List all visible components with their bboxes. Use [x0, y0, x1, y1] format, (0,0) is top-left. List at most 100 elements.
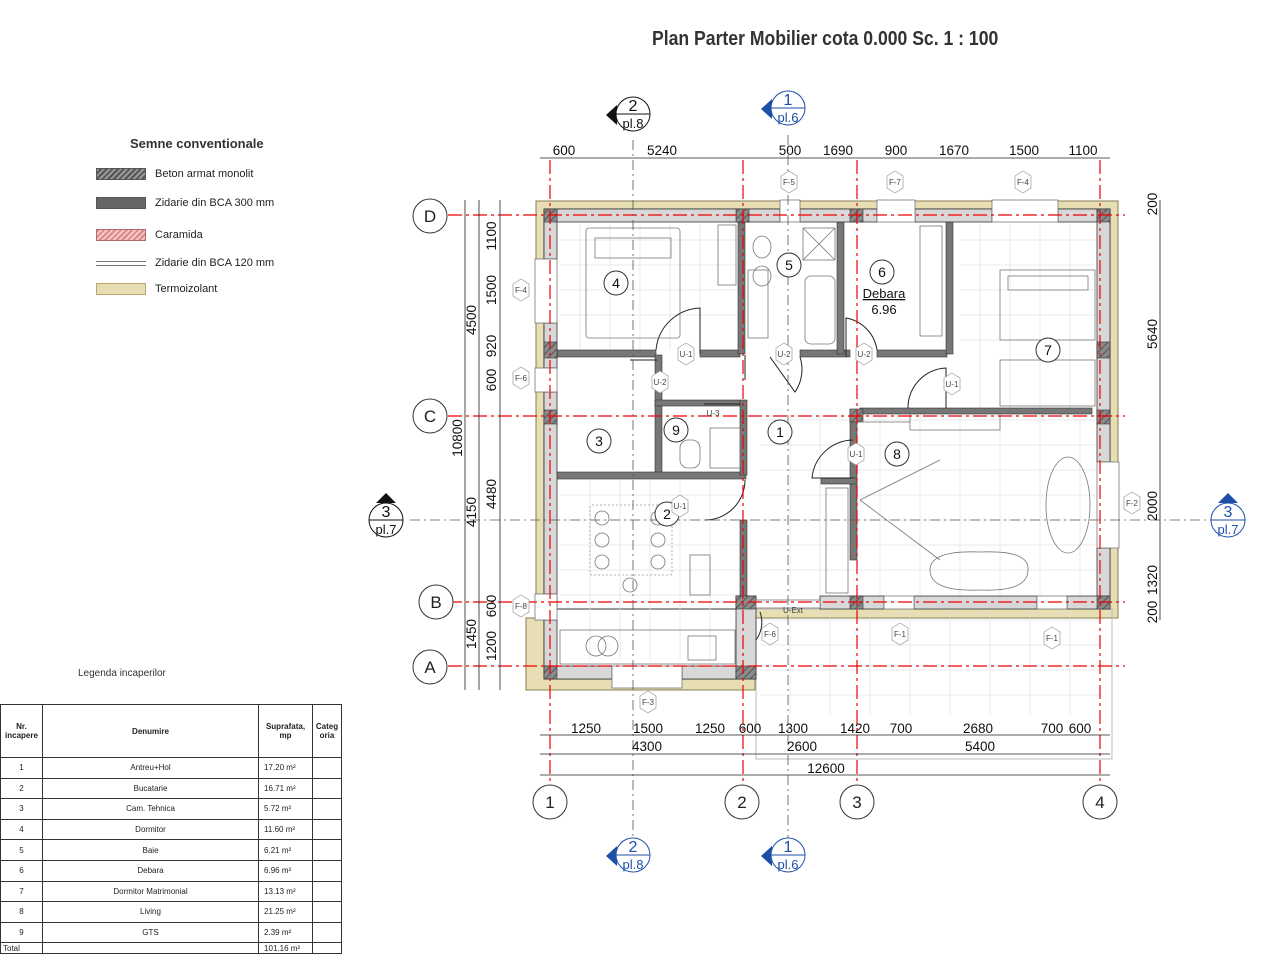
dim-label: 200	[1145, 601, 1160, 624]
window-tag: F-6	[515, 374, 528, 383]
rooms-legend-caption: Legenda incaperilor	[78, 668, 166, 679]
axis-label-c: C	[424, 407, 436, 426]
room-label-name: Debara	[863, 286, 906, 301]
window-tag: F-8	[515, 602, 528, 611]
dim-label: 1500	[1009, 143, 1039, 158]
section-marker-3-left: 3 pl.7	[368, 493, 404, 538]
page-title: Plan Parter Mobilier cota 0.000 Sc. 1 : …	[652, 28, 999, 50]
window-tag: F-5	[783, 178, 796, 187]
section-num: 3	[1224, 504, 1233, 521]
legend-label: Zidarie din BCA 120 mm	[155, 257, 275, 269]
dim-label: 1250	[571, 721, 601, 736]
room-marker: 1	[767, 419, 793, 445]
dim-total: 10800	[450, 419, 465, 457]
window-tag: F-1	[1046, 634, 1059, 643]
dim-label: 200	[1145, 193, 1160, 216]
dimension-lines	[464, 157, 1161, 776]
left-dimensions: 1100 1500 920 600 4480 600 1200 4500 415…	[450, 221, 499, 661]
room-marker: 4	[603, 270, 629, 296]
window-tag: F-4	[1017, 178, 1030, 187]
cell-empty	[311, 942, 343, 955]
right-dimensions: 200 5640 2000 1320 200	[1145, 193, 1160, 624]
section-marker-2-bottom: 2 pl.8	[606, 837, 651, 873]
door-tag: U-2	[654, 378, 667, 387]
axis-labels: D C B A 1 2 3 4	[424, 207, 1105, 812]
legend-label: Caramida	[155, 229, 203, 241]
swatch-beton	[96, 168, 146, 180]
dim-label: 1100	[1068, 143, 1097, 158]
dim-label: 1690	[823, 143, 853, 158]
legend-label: Beton armat monolit	[155, 168, 254, 180]
header-cat: Categ oria	[311, 704, 343, 758]
door-tag: U-3	[707, 409, 720, 418]
section-sheet: pl.6	[778, 110, 799, 125]
axis-label-b: B	[430, 593, 441, 612]
interior-walls	[555, 221, 1093, 601]
rooms-table-header: Nr. incapere Denumire Suprafata, mp Cate…	[0, 704, 343, 758]
door-tag: U-2	[778, 350, 791, 359]
room-marker: 8	[884, 441, 910, 467]
dim-label: 600	[484, 595, 499, 618]
section-marker-3-right: 3 pl.7	[1210, 493, 1246, 538]
window-tag: F-3	[642, 698, 655, 707]
section-marker-2-top: 2 pl.8	[606, 96, 651, 132]
header-name: Denumire	[41, 704, 260, 758]
header-nr: Nr. incapere	[0, 704, 43, 758]
door-swings	[630, 307, 947, 641]
legend-item-termo: Termoizolant	[96, 282, 217, 296]
legend-item-caramida: Caramida	[96, 228, 203, 242]
dim-total: 12600	[807, 761, 845, 776]
section-marker-1-top: 1 pl.6	[761, 90, 806, 126]
dim-label: 500	[779, 143, 802, 158]
dim-label: 600	[739, 721, 762, 736]
room-marker: 7	[1035, 337, 1061, 363]
dim-label: 5240	[647, 143, 677, 158]
dim-label: 600	[553, 143, 576, 158]
dim-label: 2600	[787, 739, 817, 754]
window-tag: F-7	[889, 178, 902, 187]
section-num: 2	[629, 839, 638, 856]
axis-label-1: 1	[545, 793, 554, 812]
legend-title: Semne conventionale	[130, 136, 264, 151]
cell-empty	[41, 942, 260, 955]
section-marker-1-bottom: 1 pl.6	[761, 837, 806, 873]
dim-label: 1320	[1145, 565, 1160, 595]
dim-label: 700	[890, 721, 913, 736]
door-tag: U-1	[674, 502, 687, 511]
room-number-3: 3	[595, 433, 603, 449]
window-tag: F-2	[1126, 499, 1139, 508]
dim-label: 900	[885, 143, 908, 158]
dim-label: 2680	[963, 721, 993, 736]
dim-label: 1200	[484, 631, 499, 661]
dim-label: 1250	[695, 721, 725, 736]
room-number-4: 4	[612, 275, 620, 291]
cell-total-area: 101.16 m²	[258, 942, 313, 955]
axis-lines	[448, 160, 1125, 790]
dim-label: 1100	[484, 221, 499, 250]
swatch-bca300	[96, 197, 146, 209]
top-dimensions: 600 5240 500 1690 900 1670 1500 1100	[553, 143, 1098, 158]
axis-label-a: A	[424, 658, 436, 677]
section-sheet: pl.7	[376, 522, 397, 537]
room-number-8: 8	[893, 446, 901, 462]
window-tag: F-1	[894, 630, 907, 639]
legend-item-beton: Beton armat monolit	[96, 167, 253, 181]
dim-label: 1420	[840, 721, 870, 736]
door-tag: U-1	[946, 380, 959, 389]
rooms-table: Nr. incapere Denumire Suprafata, mp Cate…	[0, 704, 343, 955]
room-label-area: 6.96	[871, 302, 896, 317]
swatch-termo	[96, 283, 146, 295]
dim-label: 1670	[939, 143, 969, 158]
bottom-dimensions: 1250 1500 1250 600 1300 1420 700 2680 70…	[571, 721, 1091, 776]
dim-label: 4500	[464, 305, 479, 335]
room-numbers: 1 2 3 4 5 6 7 8 9 Debara 6.96	[586, 252, 1061, 527]
